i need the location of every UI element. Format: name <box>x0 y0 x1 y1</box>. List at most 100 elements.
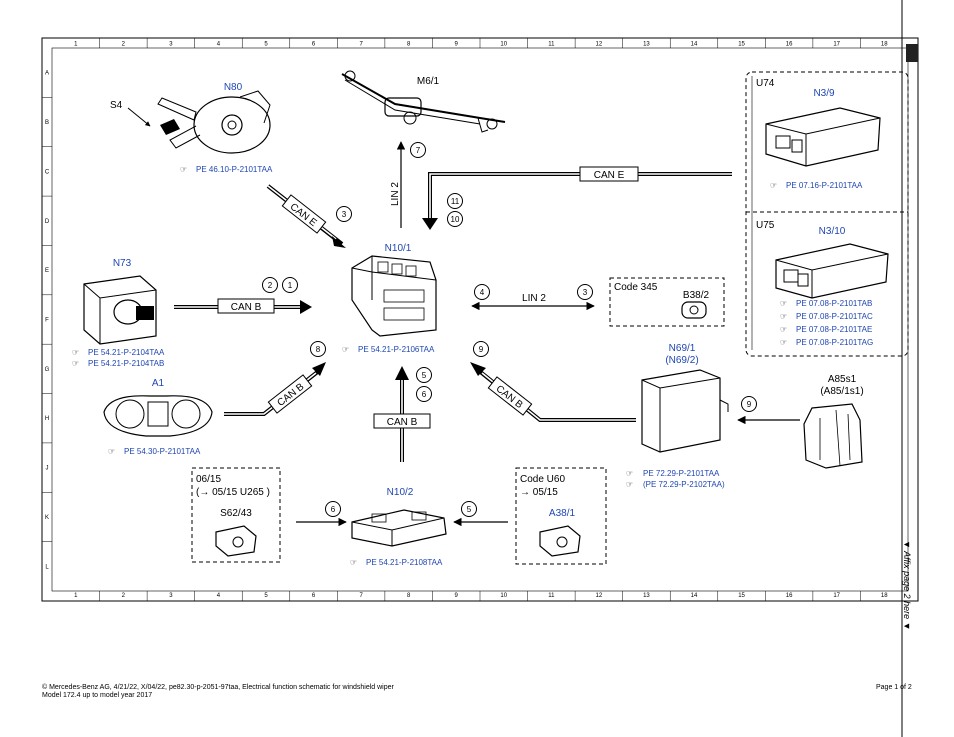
n3-9-control-unit[interactable]: U74 N3/9 ☞ PE 07.16-P-2101TAA <box>756 78 881 190</box>
grid-col-bottom-7: 7 <box>359 593 363 599</box>
m6-1-label: M6/1 <box>417 76 440 87</box>
n80-ref-icon: ☞ <box>180 165 187 174</box>
n3-9-ref[interactable]: PE 07.16-P-2101TAA <box>786 181 863 190</box>
n80-ref[interactable]: PE 46.10-P-2101TAA <box>196 165 273 174</box>
s62-43-switch[interactable]: 06/15 (→ 05/15 U265 ) S62/43 <box>191 467 281 563</box>
grid-col-top-15: 15 <box>738 42 745 48</box>
n73-ignition-switch[interactable]: N73 ☞ PE 54.21-P-2104TAA ☞ PE 54.21-P-21… <box>72 258 165 368</box>
can-b-left-label: CAN B <box>231 302 262 313</box>
grid-col-bottom-9: 9 <box>455 593 459 599</box>
affix-page-note: ▼ Affix page 2 here ▼ <box>902 540 912 631</box>
n69-ref-2[interactable]: (PE 72.29-P-2102TAA) <box>643 480 725 489</box>
a1-ref-icon: ☞ <box>108 447 115 456</box>
grid-row-C: C <box>45 169 50 175</box>
n3-10-ref-icon-2: ☞ <box>780 312 787 321</box>
grid-row-D: D <box>45 219 50 225</box>
marker-1: 1 <box>282 277 298 293</box>
marker-3a: 3 <box>336 206 352 222</box>
a85s1-switch[interactable]: A85s1 (A85/1s1) <box>803 374 864 469</box>
n73-ref-icon-1: ☞ <box>72 348 79 357</box>
n73-ref-1[interactable]: PE 54.21-P-2104TAA <box>88 348 165 357</box>
grid-row-J: J <box>46 466 49 472</box>
grid-col-top-4: 4 <box>217 42 221 48</box>
n69-1-door-module[interactable]: N69/1 (N69/2) ☞ PE 72.29-P-2101TAA ☞ (PE… <box>626 343 729 489</box>
n73-label: N73 <box>113 258 132 269</box>
n73-ref-2[interactable]: PE 54.21-P-2104TAB <box>88 359 164 368</box>
n3-10-ref-icon-4: ☞ <box>780 338 787 347</box>
marker-5b: 5 <box>461 501 477 517</box>
grid-col-bottom-14: 14 <box>691 593 698 599</box>
grid-col-top-14: 14 <box>691 42 698 48</box>
n3-10-control-unit[interactable]: U75 N3/10 ☞ PE 07.08-P-2101TAB ☞ PE 07.0… <box>756 220 889 347</box>
grid-row-G: G <box>45 367 50 373</box>
lin2-to-rain-sensor: LIN 2 <box>471 293 595 311</box>
footer-page-number: Page 1 of 2 <box>876 684 912 691</box>
b38-2-rain-sensor[interactable]: Code 345 B38/2 <box>609 277 725 327</box>
n69-ref-1[interactable]: PE 72.29-P-2101TAA <box>643 469 720 478</box>
svg-text:2: 2 <box>268 281 273 290</box>
n3-10-ref-2[interactable]: PE 07.08-P-2101TAC <box>796 312 873 321</box>
n3-10-ref-4[interactable]: PE 07.08-P-2101TAG <box>796 338 873 347</box>
svg-text:7: 7 <box>416 146 421 155</box>
grid-col-bottom-15: 15 <box>738 593 745 599</box>
can-e-bus: CAN E <box>422 166 732 230</box>
a38-1-module[interactable]: Code U60 → 05/15 A38/1 <box>515 467 607 565</box>
n80-label: N80 <box>224 82 243 93</box>
grid-col-top-13: 13 <box>643 42 650 48</box>
footer-line-1: © Mercedes-Benz AG, 4/21/22, X/04/22, pe… <box>42 684 394 691</box>
grid-row-A: A <box>45 71 49 77</box>
grid-col-top-17: 17 <box>833 42 840 48</box>
n10-1-ref[interactable]: PE 54.21-P-2106TAA <box>358 345 435 354</box>
grid-col-bottom-2: 2 <box>122 593 126 599</box>
codeu60-line2: → 05/15 <box>520 487 558 498</box>
b38-2-label: B38/2 <box>683 290 710 301</box>
n3-9-label: N3/9 <box>813 88 835 99</box>
n3-10-ref-1[interactable]: PE 07.08-P-2101TAB <box>796 299 872 308</box>
can-b-bottom-label: CAN B <box>387 417 418 428</box>
grid-col-bottom-18: 18 <box>881 593 888 599</box>
a1-ref[interactable]: PE 54.30-P-2101TAA <box>124 447 201 456</box>
grid-col-top-18: 18 <box>881 42 888 48</box>
grid-col-top-7: 7 <box>359 42 363 48</box>
u74-label: U74 <box>756 78 775 89</box>
svg-text:6: 6 <box>331 505 336 514</box>
m6-1-wiper-motor[interactable]: M6/1 <box>341 70 506 133</box>
n69-ref-icon-1: ☞ <box>626 469 633 478</box>
a85s1-label: A85s1 <box>828 374 857 385</box>
n73-ref-icon-2: ☞ <box>72 359 79 368</box>
n10-2-ref[interactable]: PE 54.21-P-2108TAA <box>366 558 443 567</box>
grid-row-F: F <box>45 318 49 324</box>
n10-1-sam-module[interactable]: N10/1 ☞ PE 54.21-P-2106TAA <box>342 243 437 354</box>
grid-col-bottom-13: 13 <box>643 593 650 599</box>
n10-2-module[interactable]: N10/2 ☞ PE 54.21-P-2108TAA <box>350 487 447 567</box>
svg-text:8: 8 <box>316 345 321 354</box>
svg-text:11: 11 <box>451 197 460 206</box>
grid-column-labels: 1122334455667788991010111112121313141415… <box>74 38 888 601</box>
n10-1-label: N10/1 <box>385 243 412 254</box>
s4-pointer <box>127 107 151 127</box>
grid-col-top-3: 3 <box>169 42 173 48</box>
can-b-diagonal-left: CAN B <box>224 362 326 416</box>
marker-2: 2 <box>262 277 278 293</box>
svg-text:4: 4 <box>480 288 485 297</box>
grid-col-top-9: 9 <box>455 42 459 48</box>
n3-10-ref-3[interactable]: PE 07.08-P-2101TAE <box>796 325 872 334</box>
grid-col-bottom-17: 17 <box>833 593 840 599</box>
n80-steering-switch[interactable]: N80 S4 ☞ PE 46.10-P-2101TAA <box>110 82 273 174</box>
grid-col-top-5: 5 <box>264 42 268 48</box>
marker-4: 4 <box>474 284 490 300</box>
a1-instrument-cluster[interactable]: A1 ☞ PE 54.30-P-2101TAA <box>103 378 213 456</box>
grid-col-top-10: 10 <box>500 42 507 48</box>
marker-6b: 6 <box>325 501 341 517</box>
n10-1-ref-icon: ☞ <box>342 345 349 354</box>
footer-line-2: Model 172.4 up to model year 2017 <box>42 692 153 699</box>
can-b-bottom-bus: CAN B <box>373 366 431 462</box>
marker-9b: 9 <box>741 396 757 412</box>
n10-2-label: N10/2 <box>387 487 414 498</box>
s62-43-line2: (→ 05/15 U265 ) <box>196 487 270 498</box>
svg-text:9: 9 <box>747 400 752 409</box>
grid-col-bottom-11: 11 <box>548 593 555 599</box>
svg-text:10: 10 <box>451 215 460 224</box>
